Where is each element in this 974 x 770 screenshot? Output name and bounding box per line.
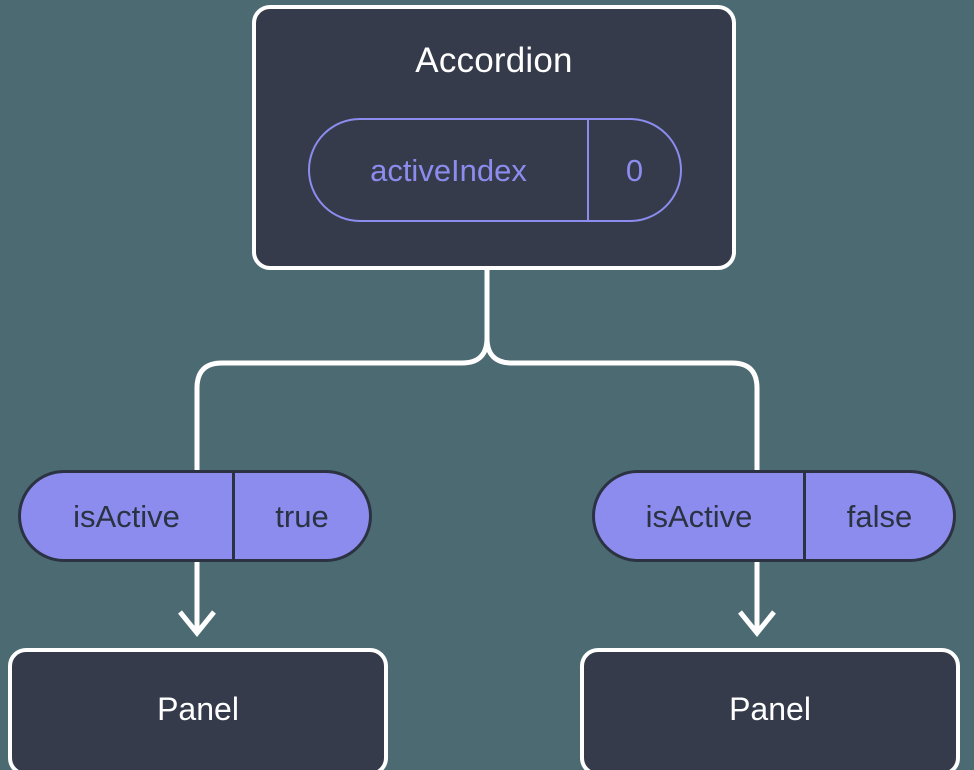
state-value-label: 0	[625, 152, 644, 188]
panel-title: Panel	[729, 691, 811, 727]
state-pill-active-index[interactable]: activeIndex 0	[308, 118, 682, 222]
accordion-title: Accordion	[415, 41, 573, 80]
prop-value-label: false	[846, 498, 913, 534]
panel-title: Panel	[157, 691, 239, 727]
prop-pill-is-active-true[interactable]: isActive true	[18, 470, 372, 562]
prop-key-label: isActive	[21, 473, 235, 559]
prop-key-label: isActive	[595, 473, 806, 559]
panel-node-right[interactable]: Panel	[580, 648, 960, 770]
panel-node-left[interactable]: Panel	[8, 648, 388, 770]
prop-value-label: true	[275, 498, 329, 534]
state-key-label: activeIndex	[310, 120, 589, 220]
prop-pill-is-active-false[interactable]: isActive false	[592, 470, 956, 562]
